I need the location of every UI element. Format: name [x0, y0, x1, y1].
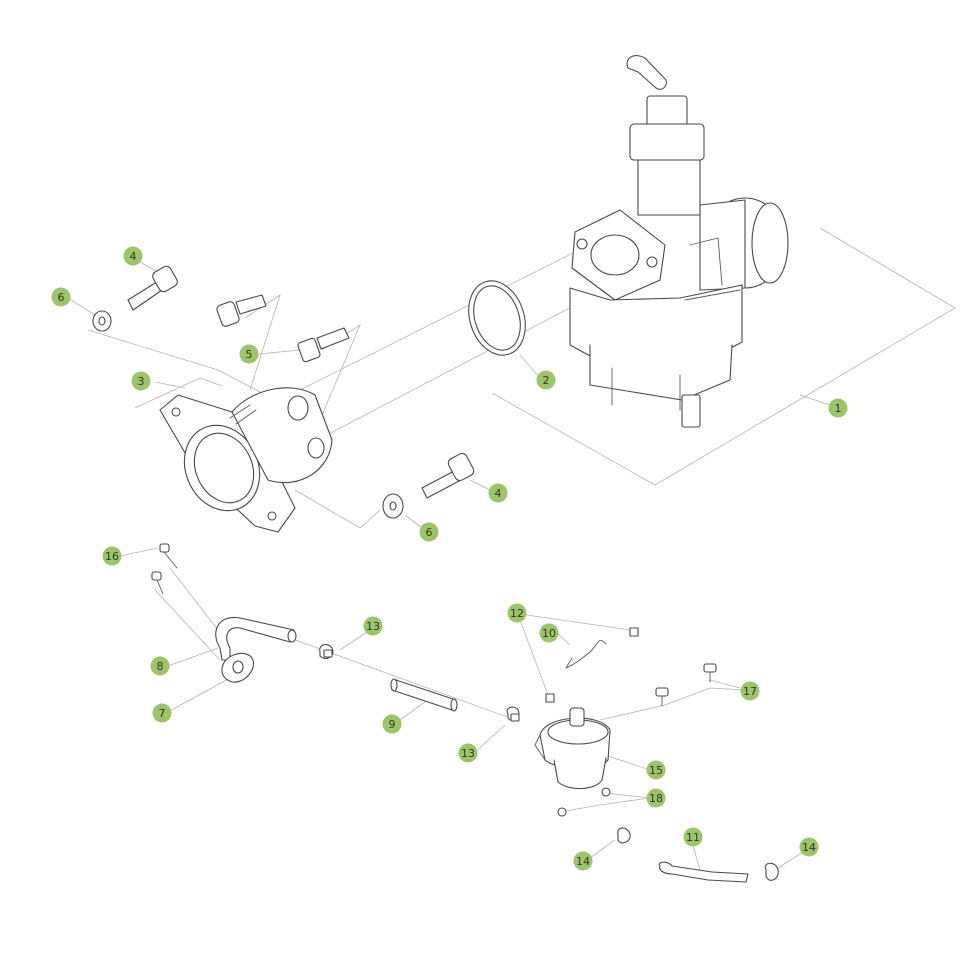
callout-bubble	[683, 827, 703, 847]
callout-label: 3	[138, 375, 145, 388]
callout-bubble	[239, 344, 259, 364]
clamp-14-left	[617, 827, 631, 844]
callout-18: 18	[646, 788, 666, 808]
callout-label: 4	[495, 487, 502, 500]
callout-14: 14	[799, 837, 819, 857]
callout-label: 15	[649, 764, 663, 777]
callout-bubble	[419, 522, 439, 542]
callout-label: 7	[159, 707, 166, 720]
fuel-pipe-8	[215, 616, 297, 661]
callout-label: 18	[649, 792, 663, 805]
callout-7: 7	[152, 703, 172, 723]
callout-label: 2	[543, 374, 550, 387]
callout-17: 17	[740, 681, 760, 701]
callout-11: 11	[683, 827, 703, 847]
callout-4: 4	[123, 246, 143, 266]
callout-bubble	[573, 851, 593, 871]
callout-label: 1	[835, 402, 842, 415]
callout-bubble	[646, 788, 666, 808]
bolts-17	[655, 663, 717, 707]
callout-bubble	[131, 371, 151, 391]
callout-12: 12	[507, 603, 527, 623]
bolt-16	[151, 543, 178, 595]
callout-label: 14	[802, 841, 816, 854]
hose-9	[390, 678, 458, 712]
fuel-tap-15	[534, 707, 611, 790]
callout-bubble	[123, 246, 143, 266]
callout-bubble	[382, 714, 402, 734]
carburetor	[569, 55, 789, 428]
screw-5-lower	[297, 327, 350, 363]
callout-bubble	[458, 743, 478, 763]
callout-label: 17	[743, 685, 757, 698]
callout-8: 8	[150, 656, 170, 676]
callout-4: 4	[488, 483, 508, 503]
callout-6: 6	[419, 522, 439, 542]
o-ring	[468, 280, 526, 356]
callout-label: 8	[157, 660, 164, 673]
hose-clamp-13-lower	[506, 706, 520, 722]
callout-label: 6	[426, 526, 433, 539]
callout-bubble	[363, 616, 383, 636]
callout-2: 2	[536, 370, 556, 390]
clamp-14-right	[764, 862, 779, 881]
callout-label: 14	[576, 855, 590, 868]
callout-bubble	[539, 623, 559, 643]
callout-bubble	[150, 656, 170, 676]
screw-4-upper	[127, 265, 178, 311]
callout-13: 13	[458, 743, 478, 763]
callout-label: 13	[461, 747, 475, 760]
intake-manifold	[159, 387, 333, 533]
callout-bubble	[102, 546, 122, 566]
gasket-7	[221, 652, 254, 683]
screw-5-upper	[216, 294, 267, 327]
callout-label: 4	[130, 250, 137, 263]
callout-9: 9	[382, 714, 402, 734]
callout-bubble	[152, 703, 172, 723]
callout-10: 10	[539, 623, 559, 643]
callout-bubble	[646, 760, 666, 780]
screw-4-lower	[421, 452, 475, 499]
callout-bubble	[488, 483, 508, 503]
screws-18	[557, 787, 611, 817]
callout-14: 14	[573, 851, 593, 871]
callout-1: 1	[828, 398, 848, 418]
callout-label: 9	[389, 718, 396, 731]
callout-bubble	[828, 398, 848, 418]
callout-label: 11	[686, 831, 700, 844]
callout-6: 6	[51, 287, 71, 307]
callout-bubble	[51, 287, 71, 307]
callout-16: 16	[102, 546, 122, 566]
clip-12	[545, 627, 639, 703]
callout-label: 12	[510, 607, 524, 620]
hose-clamp-13-upper	[319, 643, 334, 659]
callout-13: 13	[363, 616, 383, 636]
callout-bubble	[740, 681, 760, 701]
washer-6-upper	[92, 310, 112, 332]
callout-label: 13	[366, 620, 380, 633]
callout-label: 6	[58, 291, 65, 304]
callout-bubble	[799, 837, 819, 857]
callout-3: 3	[131, 371, 151, 391]
callout-bubble	[536, 370, 556, 390]
callout-label: 10	[542, 627, 556, 640]
callout-label: 16	[105, 550, 119, 563]
wire-10	[565, 639, 607, 669]
pipe-11	[658, 861, 749, 883]
callout-5: 5	[239, 344, 259, 364]
washer-6-lower	[382, 493, 404, 519]
callout-15: 15	[646, 760, 666, 780]
callout-label: 5	[246, 348, 253, 361]
callout-bubble	[507, 603, 527, 623]
